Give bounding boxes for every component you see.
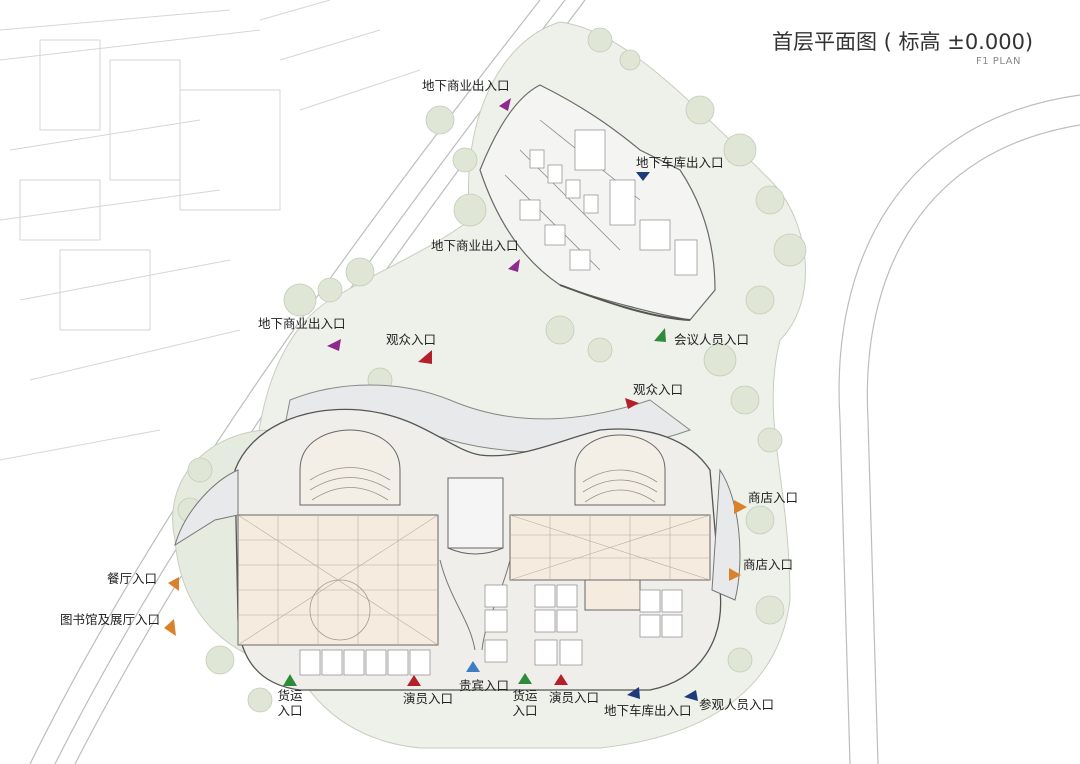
marker-basement-commercial-top xyxy=(499,98,511,111)
label-basement-commercial-entry-top: 地下商业出入口 xyxy=(422,78,510,93)
marker-library xyxy=(164,619,176,636)
main-building xyxy=(174,408,741,691)
label-freight-entry-right-line2: 入口 xyxy=(512,703,538,718)
label-freight-entry-right-line1: 货运 xyxy=(512,688,538,703)
marker-visitor xyxy=(684,690,698,701)
site-context-linework xyxy=(0,0,421,461)
marker-freight-left xyxy=(283,674,297,686)
marker-audience-left xyxy=(418,350,432,364)
label-audience-entry-right: 观众入口 xyxy=(633,382,684,397)
marker-garage-top xyxy=(636,172,650,181)
label-basement-commercial-entry-mid: 地下商业出入口 xyxy=(431,238,519,253)
label-freight-entry-left-line1: 货运 xyxy=(277,688,303,703)
label-actor-entry-right: 演员入口 xyxy=(549,690,600,705)
label-basement-commercial-entry-left: 地下商业出入口 xyxy=(258,316,346,331)
marker-vip xyxy=(466,661,480,672)
tree-canopy xyxy=(177,27,807,713)
label-garage-entry-top: 地下车库出入口 xyxy=(636,155,724,170)
label-freight-entry-left-line2: 入口 xyxy=(277,703,303,718)
marker-actor-left xyxy=(407,675,421,686)
label-vip-entry: 贵宾入口 xyxy=(459,678,510,693)
label-library-exhibition-entry: 图书馆及展厅入口 xyxy=(60,612,161,627)
marker-conference-staff xyxy=(654,328,666,342)
marker-restaurant xyxy=(168,577,179,591)
plan-title: 首层平面图 ( 标高 ±0.000) xyxy=(772,30,1034,54)
plan-subtitle: F1 PLAN xyxy=(976,56,1021,67)
label-restaurant-entry: 餐厅入口 xyxy=(107,571,158,586)
marker-basement-commercial-left xyxy=(327,339,341,351)
label-freight-entry-left: 货运 入口 xyxy=(275,688,305,718)
north-building xyxy=(479,84,716,321)
label-shop-entry-upper: 商店入口 xyxy=(748,490,799,505)
label-actor-entry-left: 演员入口 xyxy=(403,691,454,706)
label-freight-entry-right: 货运 入口 xyxy=(510,688,540,718)
label-shop-entry-lower: 商店入口 xyxy=(743,557,794,572)
entrance-markers xyxy=(164,98,747,701)
marker-shop-lower xyxy=(729,568,741,581)
marker-actor-right xyxy=(554,674,568,685)
label-garage-entry-bottom: 地下车库出入口 xyxy=(604,703,692,718)
marker-shop-upper xyxy=(734,500,747,514)
label-conference-staff-entry: 会议人员入口 xyxy=(674,332,750,347)
marker-basement-commercial-mid xyxy=(508,259,520,272)
marker-garage-bottom xyxy=(627,687,640,699)
marker-freight-right xyxy=(518,673,532,684)
label-audience-entry-left: 观众入口 xyxy=(386,332,437,347)
label-visitor-entry: 参观人员入口 xyxy=(699,697,775,712)
marker-audience-right xyxy=(625,398,639,409)
